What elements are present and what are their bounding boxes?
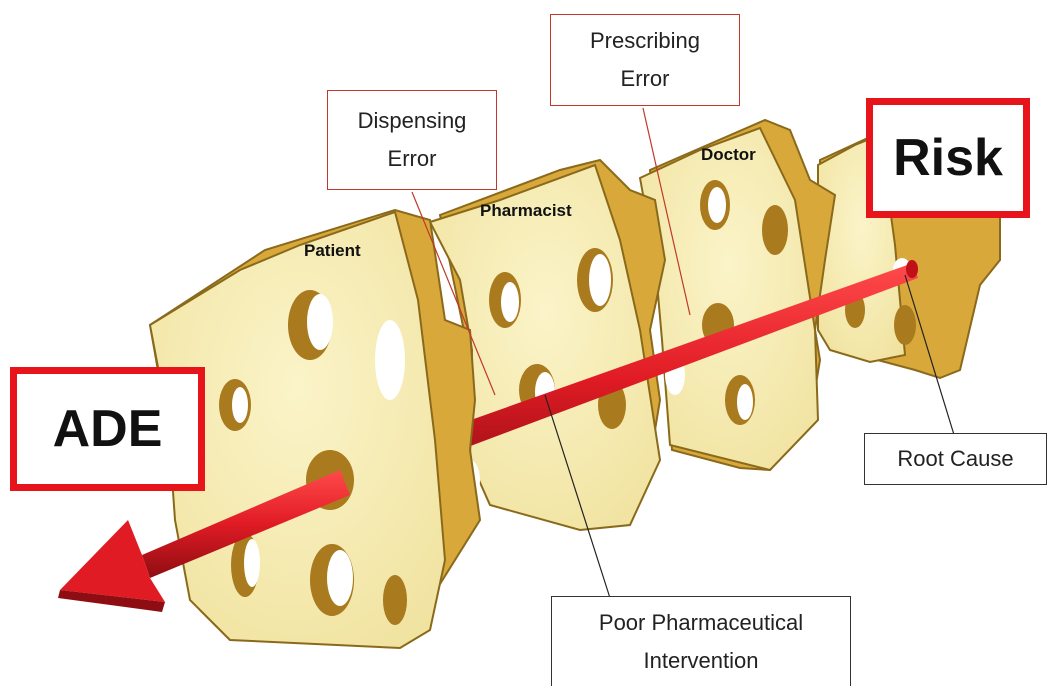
ade-text: ADE xyxy=(53,399,163,459)
dispensing-error-callout: Dispensing Error xyxy=(327,90,497,190)
label-doctor: Doctor xyxy=(701,145,756,165)
prescribing-error-callout: Prescribing Error xyxy=(550,14,740,106)
prescribing-line-1: Prescribing xyxy=(590,22,700,60)
poor-line-2: Intervention xyxy=(644,642,759,680)
ade-box: ADE xyxy=(10,367,205,491)
label-patient: Patient xyxy=(304,241,361,261)
root-cause-callout: Root Cause xyxy=(864,433,1047,485)
label-pharmacist: Pharmacist xyxy=(480,201,572,221)
poor-line-1: Poor Pharmaceutical xyxy=(599,604,803,642)
dispensing-line-2: Error xyxy=(388,140,437,178)
prescribing-line-2: Error xyxy=(621,60,670,98)
slice-3-doctor xyxy=(640,120,835,470)
root-cause-text: Root Cause xyxy=(897,440,1013,478)
risk-box: Risk xyxy=(866,98,1030,218)
risk-text: Risk xyxy=(893,128,1003,188)
dispensing-line-1: Dispensing xyxy=(358,102,467,140)
poor-intervention-callout: Poor Pharmaceutical Intervention xyxy=(551,596,851,686)
